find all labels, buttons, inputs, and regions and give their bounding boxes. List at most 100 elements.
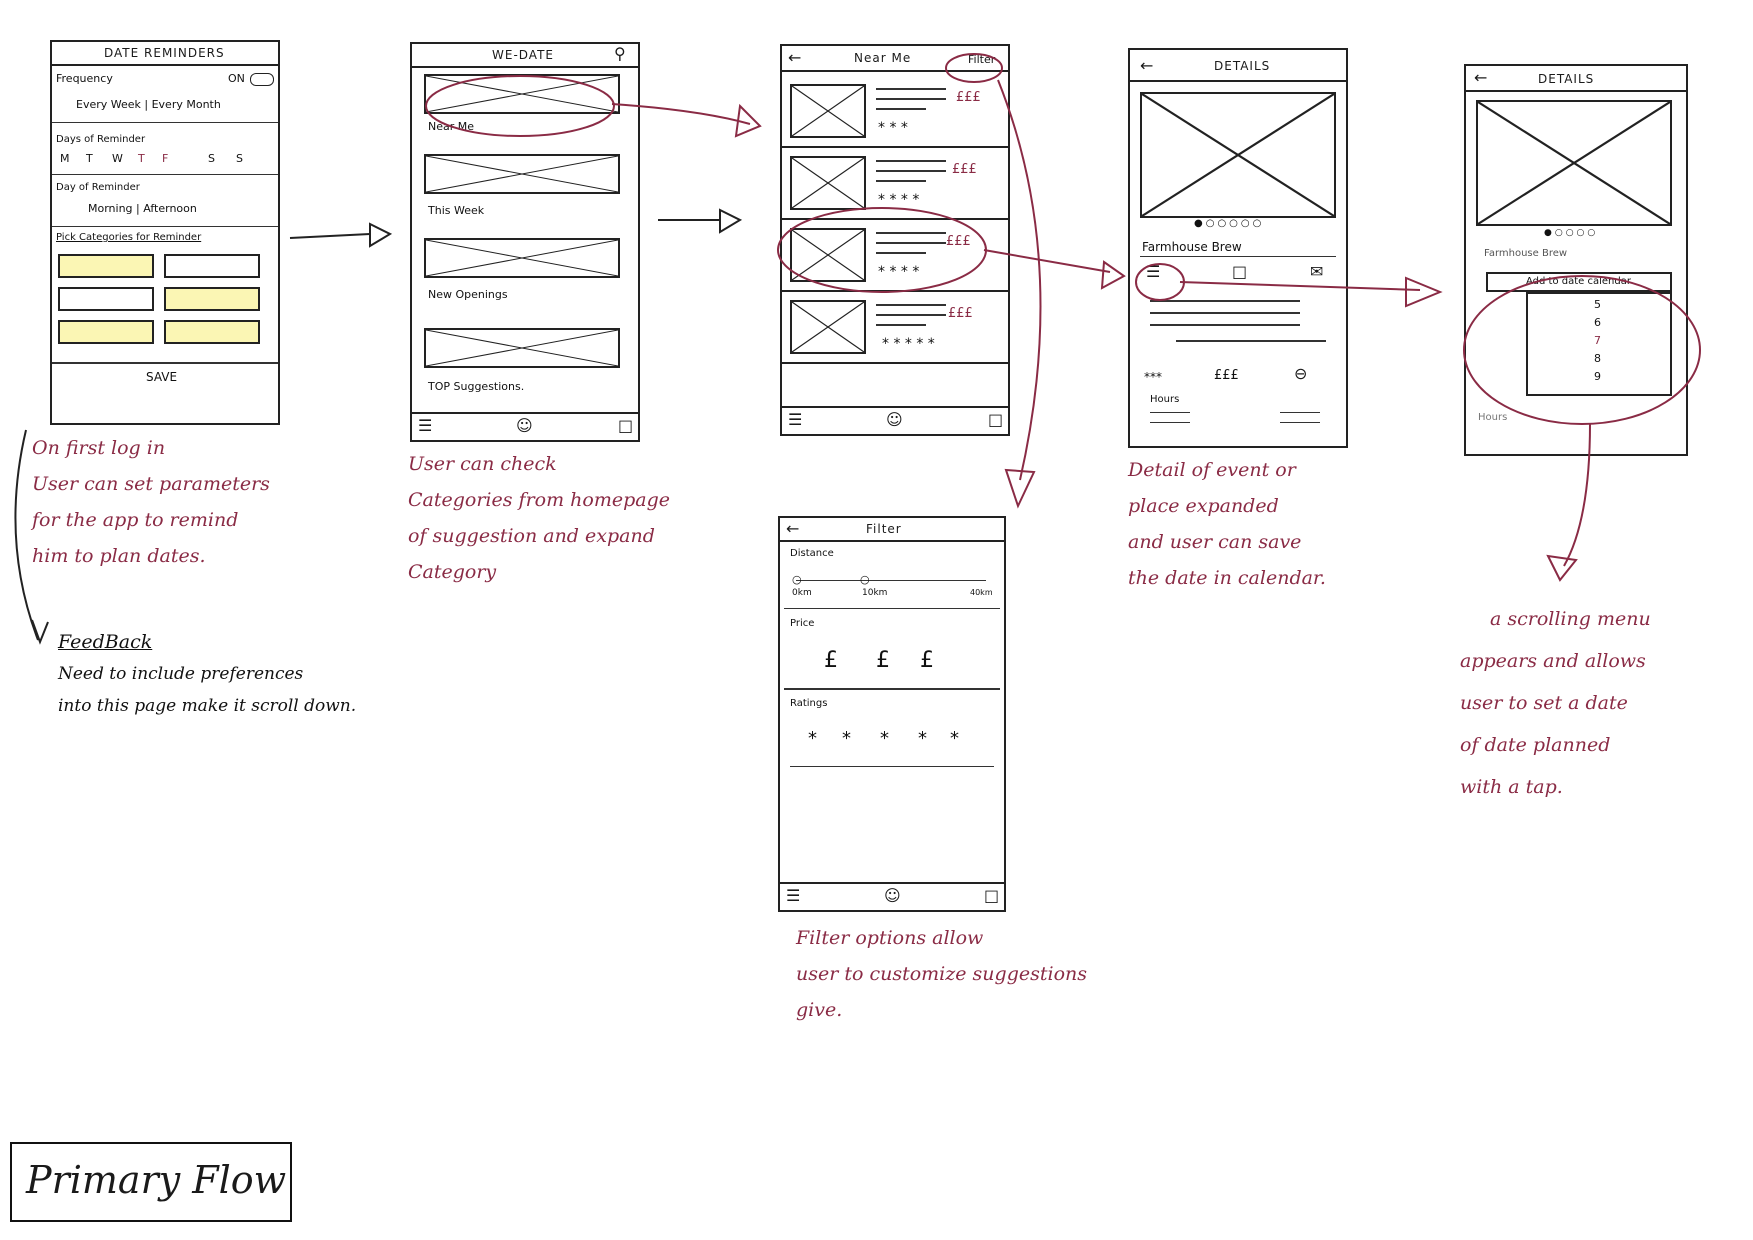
list-icon[interactable]: ☰ (788, 410, 803, 429)
screen-date-reminders: DATE REMINDERS Frequency ON Every Week |… (50, 40, 280, 425)
day-wednesday[interactable]: W (112, 152, 123, 165)
day-of-label: Day of Reminder (56, 182, 140, 193)
price-label: £££ (948, 306, 973, 321)
couple-icon[interactable]: ☺ (886, 410, 903, 429)
details-image (1476, 100, 1672, 226)
frequency-options[interactable]: Every Week | Every Month (76, 98, 221, 111)
section-label-new-openings[interactable]: New Openings (428, 288, 508, 301)
rating-option[interactable]: * (950, 728, 959, 749)
section-thumbnail[interactable] (424, 328, 620, 368)
date-option-selected[interactable]: 7 (1594, 334, 1601, 347)
day-monday[interactable]: M (60, 152, 70, 165)
section-label-this-week[interactable]: This Week (428, 204, 485, 217)
day-sunday[interactable]: S (236, 152, 243, 165)
screen-filter: ← Filter Distance ○ ○ 0km 10km 40km Pric… (778, 516, 1006, 912)
back-arrow-icon[interactable]: ← (788, 48, 802, 67)
section-label-near-me[interactable]: Near Me (428, 120, 475, 133)
rating-label: * * * * * (882, 336, 935, 352)
date-option[interactable]: 8 (1594, 352, 1601, 365)
section-thumbnail[interactable] (424, 74, 620, 114)
list-icon[interactable]: ☰ (1146, 262, 1161, 281)
category-tile[interactable] (164, 287, 260, 311)
screen-details-calendar: ← DETAILS ●○○○○ Farmhouse Brew Add to da… (1464, 64, 1688, 456)
category-tile[interactable] (58, 287, 154, 311)
price-option[interactable]: £ (920, 648, 934, 673)
screen-near-me: ← Near Me Filter £££ * * * £££ * * * * £… (780, 44, 1010, 436)
list-item[interactable]: £££ * * * (782, 76, 1008, 148)
add-to-calendar-label[interactable]: Add to date calendar (1526, 276, 1631, 287)
list-icon[interactable]: ☰ (418, 416, 433, 435)
rating-option[interactable]: * (880, 728, 889, 749)
slider-handle[interactable]: ○ (860, 573, 870, 586)
time-options[interactable]: Morning | Afternoon (88, 202, 197, 215)
day-saturday[interactable]: S (208, 152, 215, 165)
details-image (1140, 92, 1336, 218)
back-arrow-icon[interactable]: ← (786, 519, 800, 538)
date-option[interactable]: 6 (1594, 316, 1601, 329)
toggle-label: ON (228, 72, 245, 85)
bookmark-icon[interactable]: □ (618, 416, 634, 435)
rating-label: * * * (878, 120, 908, 136)
filter-button[interactable]: Filter (968, 53, 996, 66)
day-tuesday[interactable]: T (86, 152, 93, 165)
rating-option[interactable]: * (918, 728, 927, 749)
filter-title: Filter (866, 522, 902, 536)
note-reminders: On first log in User can set parameters … (32, 437, 270, 567)
price-option[interactable]: £ (876, 648, 890, 673)
category-tile[interactable] (58, 254, 154, 278)
carousel-dots[interactable]: ●○○○○○ (1194, 218, 1265, 229)
details-price: £££ (1214, 368, 1239, 383)
day-friday[interactable]: F (162, 152, 169, 165)
note-filter: Filter options allow user to customize s… (796, 927, 1088, 1021)
hours-label: Hours (1478, 412, 1508, 423)
reminder-toggle[interactable] (250, 73, 274, 86)
day-thursday[interactable]: T (138, 152, 145, 165)
bookmark-icon[interactable]: □ (988, 410, 1004, 429)
rating-option[interactable]: * (808, 728, 817, 749)
section-thumbnail[interactable] (424, 238, 620, 278)
details-title: DETAILS (1214, 59, 1271, 73)
section-thumbnail[interactable] (424, 154, 620, 194)
save-button[interactable]: SAVE (146, 370, 178, 384)
list-item[interactable]: £££ * * * * (782, 220, 1008, 292)
category-tile[interactable] (164, 254, 260, 278)
slider-handle[interactable]: ○ (792, 573, 802, 586)
list-icon[interactable]: ☰ (786, 886, 801, 905)
home-title: WE-DATE (492, 48, 554, 62)
screen-home: WE-DATE ⚲ Near Me This Week New Openings… (410, 42, 640, 442)
date-option[interactable]: 9 (1594, 370, 1601, 383)
couple-icon[interactable]: ☺ (516, 416, 533, 435)
distance-tick: 0km (792, 588, 812, 598)
back-arrow-icon[interactable]: ← (1474, 68, 1488, 87)
price-label: Price (790, 618, 815, 629)
bookmark-icon[interactable]: □ (1232, 262, 1248, 281)
transport-icon: ⊖ (1294, 364, 1308, 383)
date-scroll-menu[interactable]: 5 6 7 8 9 (1526, 292, 1672, 396)
mail-icon[interactable]: ✉ (1310, 262, 1324, 281)
distance-slider[interactable] (796, 580, 986, 581)
couple-icon[interactable]: ☺ (884, 886, 901, 905)
section-label-top-suggestions[interactable]: TOP Suggestions. (428, 380, 525, 393)
details-rating: *** (1144, 370, 1162, 384)
search-icon[interactable]: ⚲ (614, 44, 626, 63)
category-tile[interactable] (58, 320, 154, 344)
pick-categories-label: Pick Categories for Reminder (56, 232, 202, 243)
carousel-dots[interactable]: ●○○○○ (1544, 228, 1599, 238)
note-calendar: a scrolling menu appears and allows user… (1460, 608, 1651, 798)
add-to-calendar-menu[interactable]: Add to date calendar (1486, 272, 1672, 292)
distance-tick: 10km (862, 588, 888, 598)
price-label: £££ (946, 234, 971, 249)
rating-option[interactable]: * (842, 728, 851, 749)
category-tile[interactable] (164, 320, 260, 344)
list-item[interactable]: £££ * * * * (782, 148, 1008, 220)
bottom-nav: ☰ ☺ □ (780, 882, 1004, 910)
near-me-title: Near Me (854, 51, 912, 65)
bookmark-icon[interactable]: □ (984, 886, 1000, 905)
back-arrow-icon[interactable]: ← (1140, 56, 1154, 75)
list-item[interactable]: £££ * * * * * (782, 292, 1008, 364)
screen-details: ← DETAILS ●○○○○○ Farmhouse Brew ☰ □ ✉ **… (1128, 48, 1348, 448)
price-option[interactable]: £ (824, 648, 838, 673)
bottom-nav: ☰ ☺ □ (782, 406, 1008, 434)
price-label: £££ (956, 90, 981, 105)
date-option[interactable]: 5 (1594, 298, 1601, 311)
